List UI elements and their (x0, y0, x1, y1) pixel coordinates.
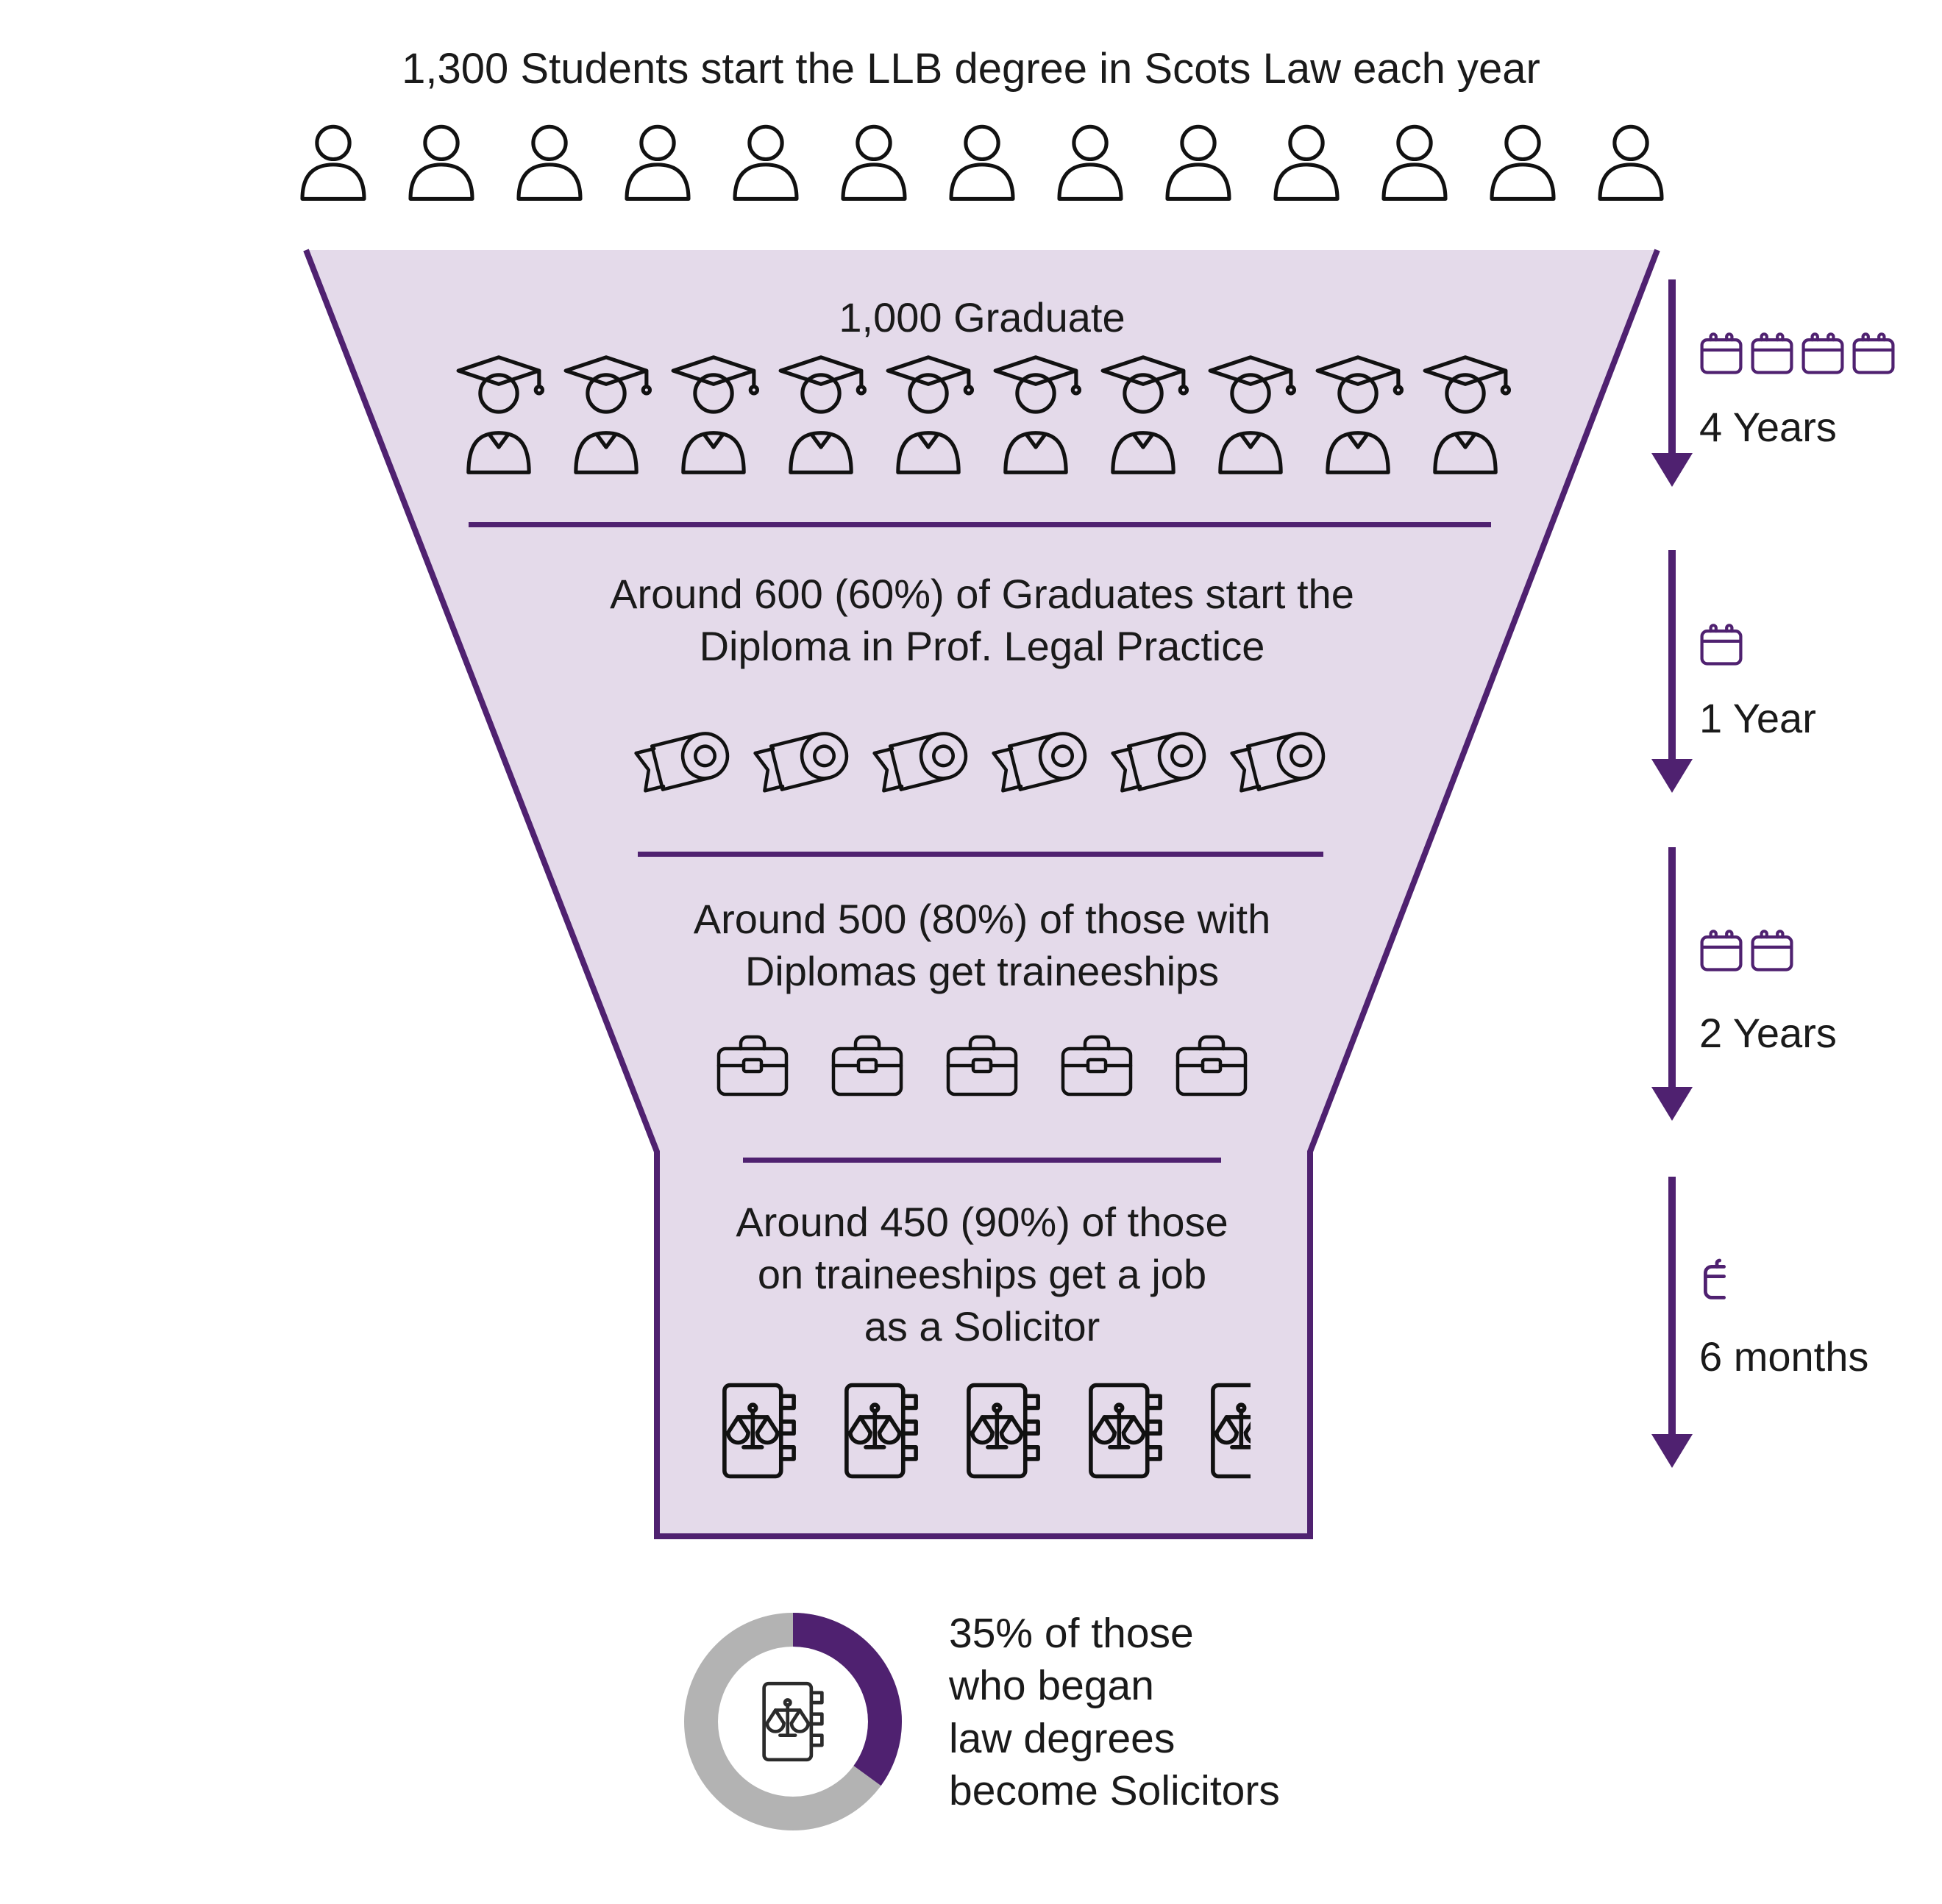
graduate-icon (666, 353, 761, 476)
arrow-stem (1668, 550, 1676, 759)
arrow-stem (1668, 279, 1676, 453)
graduate-icon (1418, 353, 1512, 476)
timeline-arrow-2years (1651, 847, 1693, 1121)
calendar-icon (1750, 928, 1794, 971)
donut-caption-line: law degrees (949, 1714, 1175, 1762)
page-title: 1,300 Students start the LLB degree in S… (402, 45, 1540, 93)
person-icon (1373, 122, 1456, 209)
person-icon (508, 122, 591, 209)
timeline-label-1year: 1 Year (1699, 695, 1816, 741)
graduate-icon (1311, 353, 1405, 476)
graduate-icon (1096, 353, 1190, 476)
law-books-icon-row (306, 1380, 1658, 1482)
graduate-icon (452, 353, 546, 476)
donut-caption-line: become Solicitors (949, 1766, 1280, 1814)
stage-divider-1 (469, 522, 1491, 527)
graduates-icon-row (306, 353, 1658, 476)
diploma-icon (986, 707, 1098, 815)
briefcase-icon (942, 1027, 1022, 1100)
diploma-icon (628, 707, 740, 815)
calendar-icon (1699, 331, 1743, 374)
briefcase-icon (1172, 1027, 1251, 1100)
graduate-icon (774, 353, 868, 476)
arrow-head-icon (1651, 1087, 1693, 1121)
arrow-stem (1668, 1177, 1676, 1434)
timeline-arrow-1year (1651, 550, 1693, 793)
briefcase-icon (1057, 1027, 1137, 1100)
briefcase-icon (713, 1027, 792, 1100)
person-icon (940, 122, 1024, 209)
diploma-icon (1224, 707, 1336, 815)
calendar-row-4years (1699, 331, 1896, 374)
graduate-icon (989, 353, 1083, 476)
graduate-icon (559, 353, 653, 476)
stage-divider-2 (638, 852, 1323, 857)
calendar-icon (1699, 622, 1743, 666)
diploma-icon (747, 707, 859, 815)
law-book-icon (714, 1380, 805, 1482)
stage-diploma-line: Diploma in Prof. Legal Practice (699, 623, 1265, 670)
person-icon (291, 122, 375, 209)
graduate-icon (1203, 353, 1298, 476)
person-icon (724, 122, 808, 209)
calendar-row-1year (1699, 622, 1743, 666)
person-icon (1589, 122, 1673, 209)
calendar-icon (1750, 331, 1794, 374)
person-icon (1265, 122, 1348, 209)
diploma-icon (1105, 707, 1217, 815)
arrow-head-icon (1651, 759, 1693, 793)
arrow-head-icon (1651, 1434, 1693, 1468)
stage-solicitor-label: Around 450 (90%) of those on traineeship… (306, 1196, 1658, 1352)
stage-solicitor-line: on traineeships get a job (757, 1251, 1207, 1298)
law-book-icon (836, 1380, 927, 1482)
briefcase-icon (828, 1027, 907, 1100)
students-icon-row (300, 122, 1664, 209)
stage-solicitor-line: Around 450 (90%) of those (736, 1199, 1228, 1245)
donut-ring-percent-arc (684, 1613, 902, 1830)
stage-solicitor-line: as a Solicitor (864, 1303, 1100, 1350)
calendar-icon (1699, 928, 1743, 971)
calendar-icon (1801, 331, 1845, 374)
briefcases-icon-row (306, 1027, 1658, 1100)
stage-traineeship-label: Around 500 (80%) of those with Diplomas … (306, 893, 1658, 997)
calendar-row-6months (1699, 1256, 1726, 1300)
calendar-icon (1852, 331, 1896, 374)
calendar-row-2years (1699, 928, 1794, 971)
donut-ring (684, 1613, 902, 1830)
law-book-half-icon (1202, 1380, 1251, 1482)
stage-graduates-line: 1,000 Graduate (839, 294, 1125, 340)
stage-divider-3 (743, 1158, 1221, 1163)
graduate-icon (881, 353, 975, 476)
arrow-stem (1668, 847, 1676, 1087)
person-icon (399, 122, 483, 209)
stage-diploma-line: Around 600 (60%) of Graduates start the (610, 571, 1354, 617)
donut-caption: 35% of those who began law degrees becom… (949, 1608, 1280, 1817)
stage-traineeship-line: Around 500 (80%) of those with (693, 896, 1271, 942)
diplomas-icon-row (306, 707, 1658, 815)
donut-caption-line: who began (949, 1662, 1154, 1710)
timeline-label-4years: 4 Years (1699, 404, 1837, 450)
law-book-icon (755, 1679, 831, 1764)
timeline-arrow-4years (1651, 279, 1693, 487)
stage-graduates-label: 1,000 Graduate (306, 291, 1658, 343)
person-icon (832, 122, 916, 209)
diploma-icon (867, 707, 978, 815)
person-icon (616, 122, 700, 209)
donut-caption-line: 35% of those (949, 1610, 1194, 1657)
person-icon (1048, 122, 1132, 209)
law-book-icon (958, 1380, 1049, 1482)
arrow-head-icon (1651, 453, 1693, 487)
law-book-icon (1080, 1380, 1171, 1482)
person-icon (1481, 122, 1565, 209)
stage-diploma-label: Around 600 (60%) of Graduates start the … (306, 568, 1658, 672)
timeline-label-2years: 2 Years (1699, 1010, 1837, 1056)
half-calendar-icon (1699, 1256, 1726, 1300)
stage-traineeship-line: Diplomas get traineeships (744, 948, 1220, 995)
timeline-label-6months: 6 months (1699, 1333, 1869, 1380)
timeline-arrow-6months (1651, 1177, 1693, 1468)
person-icon (1156, 122, 1240, 209)
donut-chart (683, 1611, 903, 1832)
